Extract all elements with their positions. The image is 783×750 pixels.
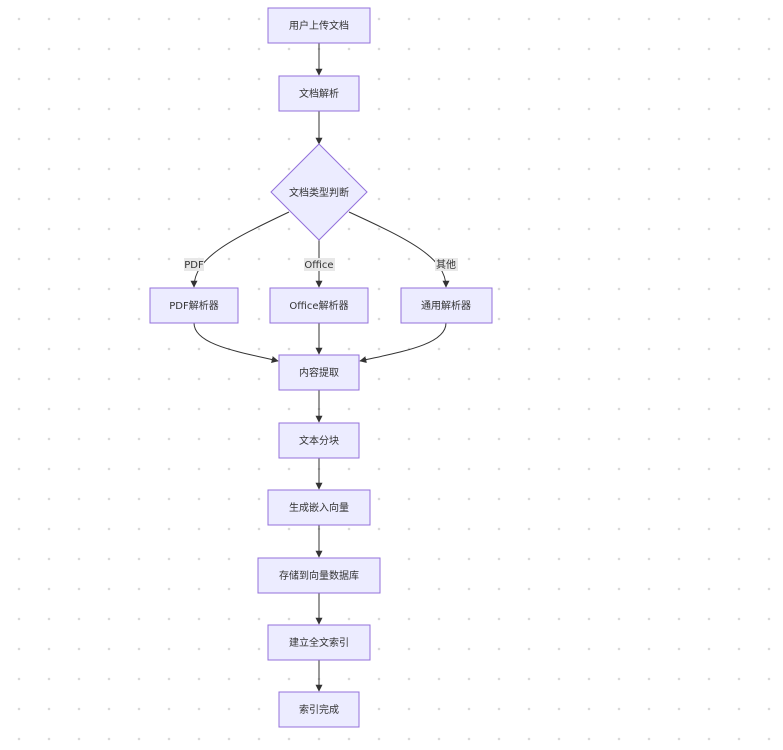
edge-typecheck-pdf xyxy=(190,211,290,288)
edges xyxy=(190,43,450,692)
svg-text:PDF解析器: PDF解析器 xyxy=(169,299,218,312)
node-generic-parser: 通用解析器 xyxy=(400,287,493,324)
svg-text:索引完成: 索引完成 xyxy=(299,703,339,716)
svg-text:PDF: PDF xyxy=(184,260,204,271)
edge-label-pdf: PDF xyxy=(184,258,204,271)
svg-text:文档类型判断: 文档类型判断 xyxy=(289,186,349,199)
node-pdf-parser: PDF解析器 xyxy=(149,287,239,324)
node-parse: 文档解析 xyxy=(278,75,360,112)
node-office-parser: Office解析器 xyxy=(269,287,369,324)
edge-label-other: 其他 xyxy=(435,258,458,271)
svg-text:Office解析器: Office解析器 xyxy=(289,299,348,312)
node-upload: 用户上传文档 xyxy=(267,7,371,44)
edge-generic-extract xyxy=(359,322,447,364)
node-embed: 生成嵌入向量 xyxy=(267,489,371,526)
svg-text:用户上传文档: 用户上传文档 xyxy=(289,19,349,32)
node-extract: 内容提取 xyxy=(278,354,360,391)
svg-text:其他: 其他 xyxy=(436,258,456,271)
svg-text:内容提取: 内容提取 xyxy=(299,366,339,379)
node-store: 存储到向量数据库 xyxy=(257,557,381,594)
svg-text:建立全文索引: 建立全文索引 xyxy=(289,636,349,649)
svg-text:生成嵌入向量: 生成嵌入向量 xyxy=(289,501,349,514)
node-type-check: 文档类型判断 xyxy=(270,143,368,241)
edge-label-office: Office xyxy=(304,258,335,271)
edge-typecheck-generic xyxy=(348,211,450,288)
svg-text:文档解析: 文档解析 xyxy=(299,87,339,100)
svg-text:存储到向量数据库: 存储到向量数据库 xyxy=(279,569,359,582)
node-fulltext: 建立全文索引 xyxy=(267,624,371,661)
svg-text:文本分块: 文本分块 xyxy=(299,434,339,447)
svg-text:通用解析器: 通用解析器 xyxy=(421,299,471,312)
node-done: 索引完成 xyxy=(278,691,360,728)
edge-pdf-extract xyxy=(193,322,279,363)
node-chunk: 文本分块 xyxy=(278,422,360,459)
svg-text:Office: Office xyxy=(304,260,333,271)
